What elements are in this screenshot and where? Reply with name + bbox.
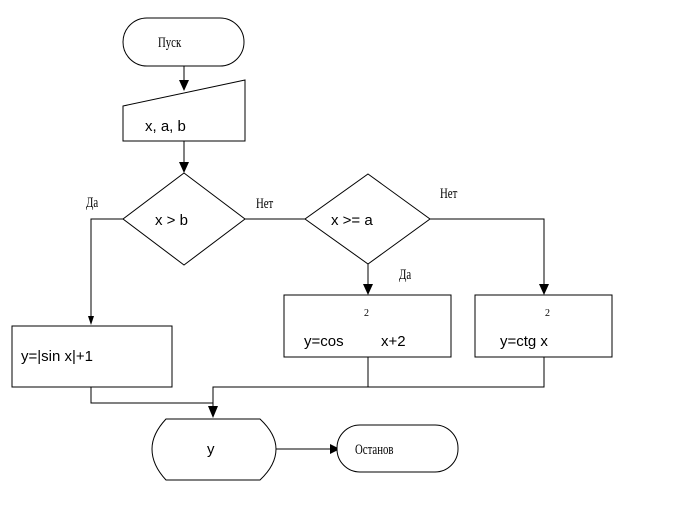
end-label: Останов	[355, 440, 393, 457]
process-block-1	[11, 325, 173, 388]
process-3-superscript: 2	[545, 308, 550, 319]
connectors	[90, 66, 545, 450]
start-terminator	[122, 17, 245, 67]
process-block-2	[283, 294, 452, 358]
process-3-label: y=ctg x	[500, 333, 548, 350]
arrowhead-output	[208, 406, 218, 418]
process-2-label-tail: x+2	[381, 333, 406, 350]
condition-diamond-1	[122, 172, 246, 266]
arrowhead-proc2	[363, 284, 373, 295]
arrowhead-cond1	[179, 162, 189, 173]
input-label: x, a, b	[145, 118, 186, 135]
arrowhead-proc1	[88, 316, 94, 325]
input-block	[122, 79, 246, 142]
edge-label-cond1-yes: Да	[86, 193, 98, 210]
edge-proc1-merge	[90, 387, 213, 404]
output-display	[151, 418, 277, 481]
process-2-label: y=cos	[304, 333, 344, 350]
arrowhead-proc3	[539, 284, 549, 295]
arrowhead-end	[330, 444, 340, 454]
condition-2-label: x >= a	[331, 212, 373, 229]
process-1-label: y=|sin x|+1	[21, 348, 93, 365]
end-terminator	[336, 424, 459, 473]
edge-cond2-no	[430, 218, 545, 288]
process-2-superscript: 2	[364, 308, 369, 319]
condition-1-label: x > b	[155, 212, 188, 229]
process-block-3	[474, 294, 613, 358]
arrowheads	[88, 80, 549, 454]
edge-label-cond2-no: Нет	[440, 184, 458, 201]
start-label: Пуск	[158, 33, 182, 50]
arrowhead-input	[179, 80, 189, 91]
output-label: y	[207, 441, 215, 458]
edge-label-cond1-no: Нет	[256, 194, 274, 211]
edge-cond1-yes	[90, 218, 123, 319]
edge-label-cond2-yes: Да	[399, 265, 411, 282]
condition-diamond-2	[304, 173, 431, 265]
edge-proc3-merge	[212, 357, 545, 412]
